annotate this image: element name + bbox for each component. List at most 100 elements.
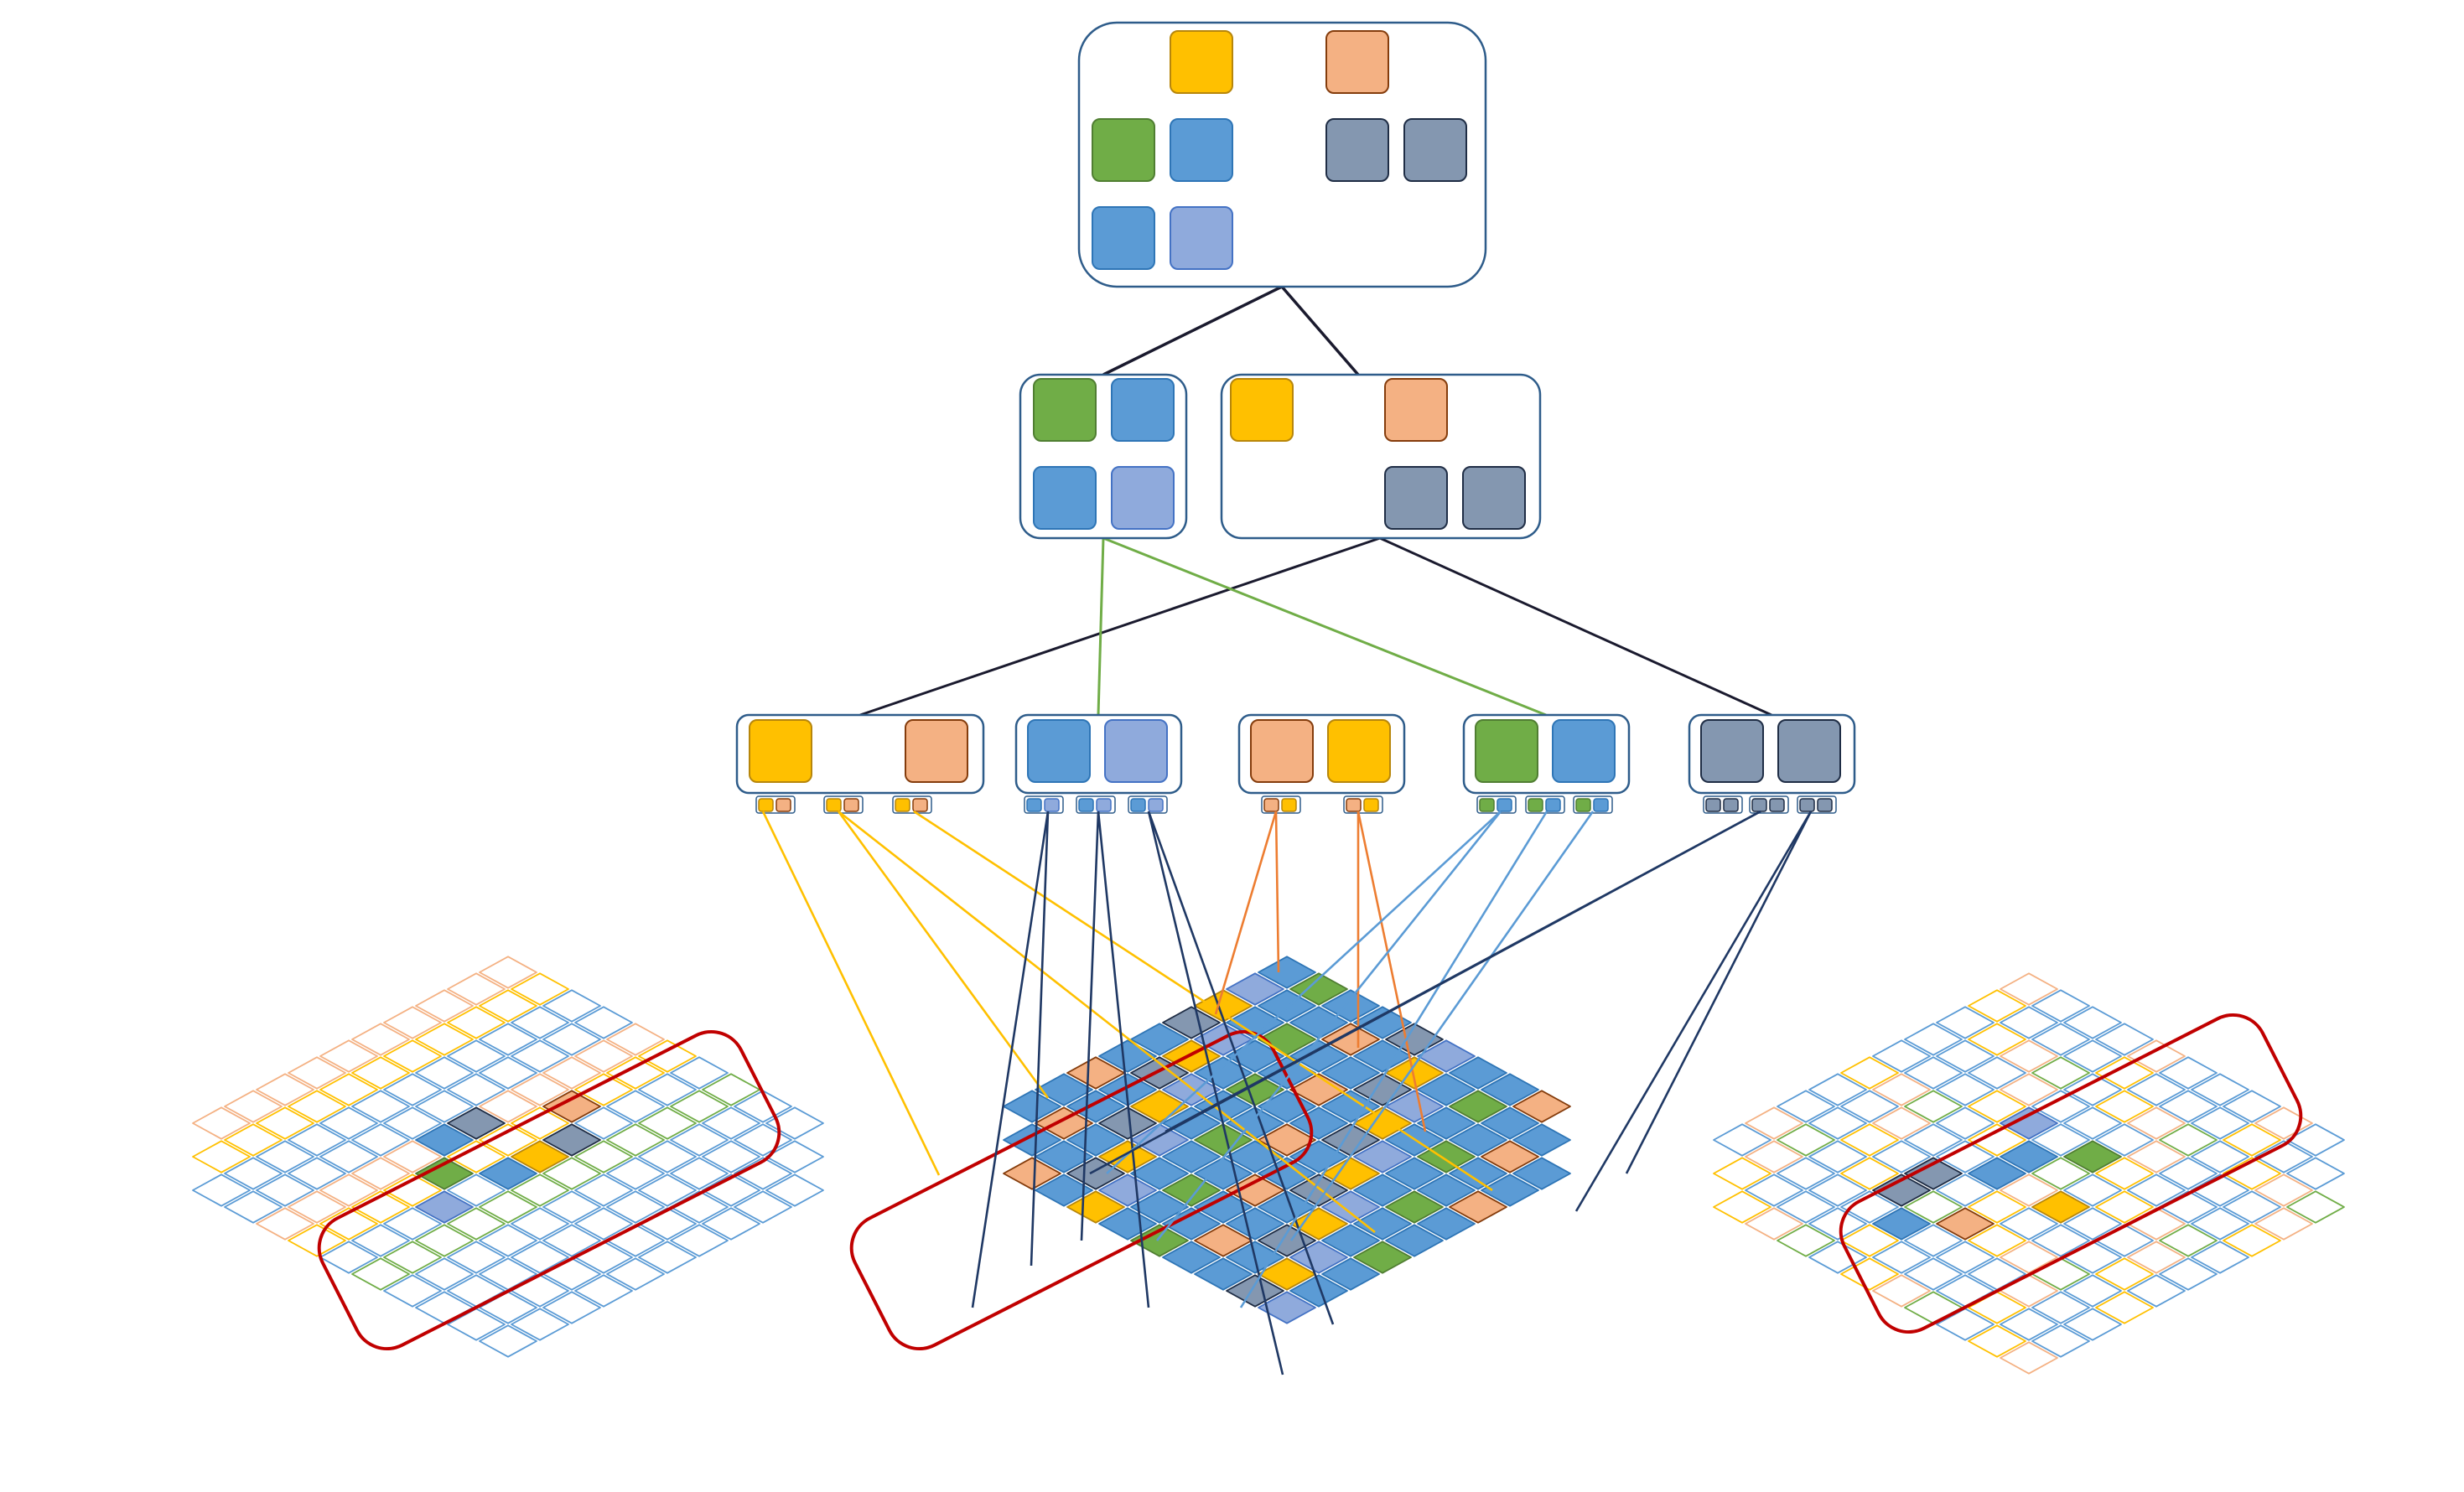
grid-cell-outline-blue <box>2159 1056 2218 1090</box>
grid-cell-outline-green <box>606 1123 665 1157</box>
grid-cell-outline-yellow <box>638 1039 697 1073</box>
grid-cell-outline-blue <box>2191 1073 2249 1106</box>
cell-lavender <box>1170 206 1233 270</box>
grid-cell-outline-peach <box>192 1106 251 1140</box>
grid-cell-filled-lavender <box>1258 1291 1316 1324</box>
grid-cell-filled-peach <box>542 1090 601 1123</box>
grid-cell-outline-blue <box>702 1140 760 1173</box>
grid-cell-outline-peach <box>319 1173 378 1207</box>
grid-center <box>1003 956 1571 1324</box>
grid-cell-outline-blue <box>2063 1173 2122 1207</box>
grid-cell-outline-blue <box>574 1274 633 1308</box>
grid-cell-outline-blue <box>2031 1224 2090 1257</box>
grid-cell-outline-peach <box>479 1090 537 1123</box>
grid-cell-outline-yellow <box>2223 1157 2281 1190</box>
grid-cell-filled-blue <box>2000 1140 2058 1173</box>
assignment-edge-7 <box>1097 811 1150 1308</box>
grid-cell-outline-peach <box>2127 1241 2186 1274</box>
grid-cell-outline-peach <box>447 972 506 1006</box>
grid-cell-outline-yellow <box>1968 989 2026 1023</box>
level3-node-blue-lavender-subcode-0 <box>1024 795 1064 814</box>
cell-peach <box>905 719 968 783</box>
grid-cell-outline-blue <box>1808 1106 1867 1140</box>
grid-cell-filled-peach <box>1066 1056 1125 1090</box>
grid-cell-outline-yellow <box>288 1224 346 1257</box>
grid-cell-outline-blue <box>2191 1106 2249 1140</box>
subcode-cell-slate <box>1799 798 1815 812</box>
grid-cell-filled-peach <box>1936 1207 1995 1241</box>
assignment-edge-17 <box>1289 811 1595 1241</box>
subcode-cell-peach <box>912 798 928 812</box>
grid-cell-filled-blue <box>1385 1224 1444 1257</box>
grid-cell-filled-blue <box>1353 1039 1412 1073</box>
grid-cell-outline-blue <box>574 1173 633 1207</box>
grid-cell-outline-blue <box>383 1073 442 1106</box>
grid-cell-outline-blue <box>1872 1241 1931 1274</box>
grid-cell-outline-blue <box>2127 1274 2186 1308</box>
grid-cell-filled-blue <box>1289 1274 1348 1308</box>
subcode-cell-peach <box>776 798 791 812</box>
subcode-cell-slate <box>1723 798 1739 812</box>
cell-slate <box>1403 118 1467 182</box>
grid-cell-outline-peach <box>1872 1274 1931 1308</box>
grid-cell-filled-blue <box>1321 1224 1380 1257</box>
grid-cell-outline-peach <box>224 1090 283 1123</box>
level3-node-yellow-peach-subcode-1 <box>823 795 864 814</box>
grid-cell-outline-yellow <box>2095 1090 2154 1123</box>
grid-cell-outline-blue <box>2223 1190 2281 1224</box>
level2-right-frame <box>1220 373 1542 540</box>
grid-cell-outline-peach <box>479 956 537 989</box>
grid-cell-outline-blue <box>2063 1274 2122 1308</box>
grid-cell-filled-slate <box>1226 1274 1284 1308</box>
grid-cell-outline-blue <box>606 1090 665 1123</box>
grid-cell-outline-green <box>2031 1056 2090 1090</box>
grid-cell-outline-green <box>2159 1224 2218 1257</box>
cell-yellow <box>1230 378 1294 442</box>
grid-cell-outline-yellow <box>574 1073 633 1106</box>
grid-cell-filled-blue <box>415 1123 474 1157</box>
grid-right <box>1713 972 2345 1375</box>
grid-cell-outline-blue <box>383 1207 442 1241</box>
grid-cell-outline-green <box>479 1190 537 1224</box>
grid-cell-outline-blue <box>1745 1173 1803 1207</box>
grid-cell-outline-peach <box>256 1207 314 1241</box>
grid-cell-outline-peach <box>288 1190 346 1224</box>
grid-cell-outline-yellow <box>2095 1056 2154 1090</box>
grid-cell-outline-blue <box>702 1106 760 1140</box>
grid-cell-filled-slate <box>1162 1006 1221 1039</box>
grid-cell-outline-green <box>2159 1123 2218 1157</box>
grid-cell-outline-blue <box>1808 1073 1867 1106</box>
grid-cell-outline-blue <box>670 1056 729 1090</box>
grid-cell-outline-blue <box>765 1140 824 1173</box>
grid-cell-outline-blue <box>2159 1090 2218 1123</box>
grid-cell-outline-blue <box>638 1241 697 1274</box>
assignment-edge-15 <box>1155 811 1502 1241</box>
grid-cell-outline-blue <box>1968 1056 2026 1090</box>
grid-cell-outline-peach <box>1745 1207 1803 1241</box>
assignment-edge-13 <box>1356 811 1427 1132</box>
grid-cell-outline-peach <box>1872 1106 1931 1140</box>
grid-cell-outline-blue <box>670 1123 729 1157</box>
grid-cell-filled-blue <box>1512 1123 1571 1157</box>
grid-cell-filled-blue <box>1003 1090 1061 1123</box>
grid-cell-outline-yellow <box>2095 1157 2154 1190</box>
grid-cell-filled-yellow <box>1258 1257 1316 1291</box>
selection-left <box>317 1029 781 1351</box>
grid-cell-filled-blue <box>1066 1090 1125 1123</box>
grid-cell-outline-blue <box>734 1190 792 1224</box>
assignment-edge-2 <box>838 810 1376 1234</box>
cell-peach <box>1325 30 1389 94</box>
node-layer <box>735 21 1856 814</box>
grid-cell-filled-blue <box>1035 1073 1093 1106</box>
grid-cell-outline-blue <box>2191 1140 2249 1173</box>
grid-cell-filled-peach <box>1449 1190 1507 1224</box>
grid-cell-filled-peach <box>1321 1023 1380 1056</box>
subcode-cell-peach <box>1263 798 1279 812</box>
grid-cell-outline-yellow <box>1968 1190 2026 1224</box>
grid-cell-outline-blue <box>542 1023 601 1056</box>
grid-cell-outline-blue <box>606 1257 665 1291</box>
grid-cell-outline-yellow <box>224 1123 283 1157</box>
grid-cell-filled-blue <box>1353 1173 1412 1207</box>
grid-cell-outline-yellow <box>2095 1257 2154 1291</box>
grid-cell-filled-lavender <box>1321 1190 1380 1224</box>
